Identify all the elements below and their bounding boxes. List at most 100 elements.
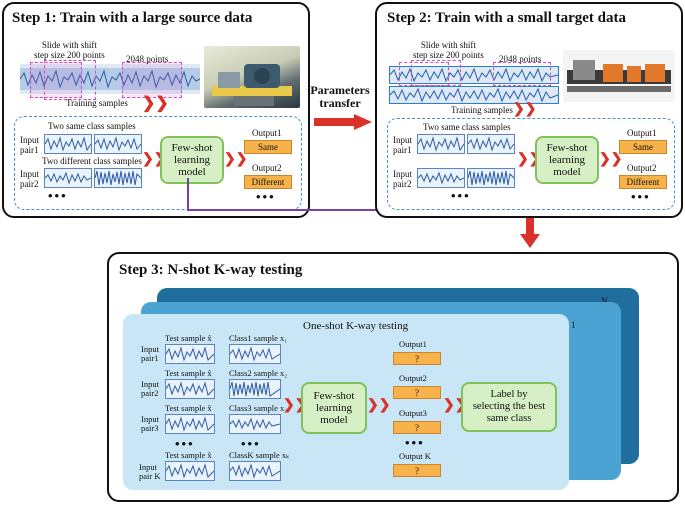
step3-output2-label: Output2 [399,373,427,383]
machine-illustration [567,60,671,92]
step2-sample-region [387,118,675,210]
step1-pair1-sample-a [44,134,92,154]
step2-target-signal-2 [389,86,559,104]
step2-output1-value: Same [619,140,667,154]
step2-slide-label-line1: Slide with shift [420,40,476,50]
step1-right-chevron-icon-2: ❯❯ [224,152,248,167]
step1-input-pair1-line1: Input [20,135,39,145]
step3-row2-input-line2: pair2 [141,388,159,398]
step1-input-pair2-line1: Input [20,169,39,179]
step3-rowk-class-label: ClassK sample xₖ [229,450,290,460]
waveform-graphic [166,346,214,362]
step1-down-chevron-icon: ❯❯ [142,95,169,112]
step3-result-box: Label by selecting the best same class [461,382,557,432]
machine-illustration [212,64,292,106]
step3-output3-value: ? [393,421,441,434]
step2-output-ellipsis: ••• [631,189,651,204]
step1-slide-label-line2: step size 200 points [34,50,105,60]
step2-target-signal-1 [389,66,559,84]
step2-input-pair1: Input pair1 [393,135,412,155]
step2-input-pair2: Input pair2 [393,169,412,189]
waveform-graphic [418,171,464,185]
waveform-graphic [166,416,214,432]
transfer-line1: Parameters [310,83,370,97]
step1-output2-value: Different [244,175,292,189]
step3-row3-input: Input pair3 [141,415,159,433]
waveform-graphic [95,136,141,152]
step3-inner-title: One-shot K-way testing [303,320,409,332]
step1-input-pair1: Input pair1 [20,135,39,155]
step3-row1-input: Input pair1 [141,345,159,363]
step3-row2-class-sample [229,379,281,399]
step1-slide-label: Slide with shift step size 200 points [34,40,105,60]
step1-right-chevron-icon: ❯❯ [142,152,166,167]
step2-output1-label: Output1 [627,128,657,138]
waveform-graphic [390,67,558,83]
step2-machine-photo [563,50,675,102]
step2-pair2-sample-b [467,168,515,188]
step2-fsl-line2: learning [548,154,586,166]
step1-slide-window-1 [30,62,82,98]
step1-fsl-line1: Few-shot [171,142,213,154]
waveform-graphic [418,136,464,152]
step1-panel: Step 1: Train with a large source data S… [2,2,310,218]
step1-ellipsis: ••• [48,188,68,203]
step2-title: Step 2: Train with a small target data [387,10,627,26]
step1-title: Step 1: Train with a large source data [12,10,253,26]
step2-fsl-line3: model [553,166,581,178]
step3-fsl-line2: learning [315,402,353,414]
step2-input-pair1-line2: pair1 [393,145,412,155]
waveform-graphic [230,346,280,362]
step3-right-chevron-icon-3: ❯❯ [443,398,467,413]
step3-row1-test-label: Test sample x̂ [165,333,212,343]
step1-pair2-sample-a [44,168,92,188]
step2-panel: Step 2: Train with a small target data S… [375,2,683,218]
step2-fsl-line1: Few-shot [546,142,588,154]
step3-row2-input-line1: Input [141,379,159,389]
waveform-graphic [95,170,141,186]
step1-input-pair2: Input pair2 [20,169,39,189]
transfer-line2: transfer [319,96,361,110]
step2-points-label: 2048 points [499,54,542,64]
step3-rowk-test-label: Test sample x̂ [165,450,212,460]
step2-right-chevron-icon-2: ❯❯ [599,152,623,167]
step3-rowk-class-sample [229,461,281,481]
step2-input-pair2-line1: Input [393,169,412,179]
step1-pair1-sample-b [94,134,142,154]
step2-input-pair1-line1: Input [393,135,412,145]
step3-row3-class-sample [229,414,281,434]
waveform-graphic [468,170,514,186]
right-arrow-icon [314,114,372,130]
step1-fsl-line2: learning [173,154,211,166]
step3-card-n-label: N [601,296,608,306]
step1-source-signal [20,64,200,94]
waveform-graphic [20,68,200,90]
step3-row1-input-line2: pair1 [141,353,159,363]
step3-left-ellipsis-2: ••• [241,436,261,451]
step3-output1-value: ? [393,352,441,365]
waveform-graphic [230,417,280,431]
step2-ellipsis: ••• [451,188,471,203]
waveform-graphic [390,87,558,103]
step3-fsl-model: Few-shot learning model [301,382,367,434]
waveform-graphic [166,463,214,479]
step1-input-pair1-line2: pair1 [20,145,39,155]
step2-pair2-sample-a [417,168,465,188]
step3-row1-input-line1: Input [141,344,159,354]
step3-row2-class-label: Class2 sample x₂ [229,368,288,378]
step1-output-ellipsis: ••• [256,189,276,204]
step3-row3-class-label: Class3 sample x₃ [229,403,288,413]
step1-input-pair2-line2: pair2 [20,179,39,189]
parameters-transfer-label: Parameters transfer [309,84,371,110]
step3-result-line1: Label by [490,389,528,400]
waveform-graphic [45,171,91,185]
step3-output-ellipsis: ••• [405,435,425,450]
step3-row3-input-line2: pair3 [141,423,159,433]
step1-output1-label: Output1 [252,128,282,138]
step1-output2-label: Output2 [252,163,282,173]
waveform-graphic [468,136,514,152]
step1-two-same-label: Two same class samples [48,121,136,131]
step1-sample-region [14,116,302,210]
parameters-transfer-arrow [314,114,372,130]
step2-pair1-sample-a [417,134,465,154]
